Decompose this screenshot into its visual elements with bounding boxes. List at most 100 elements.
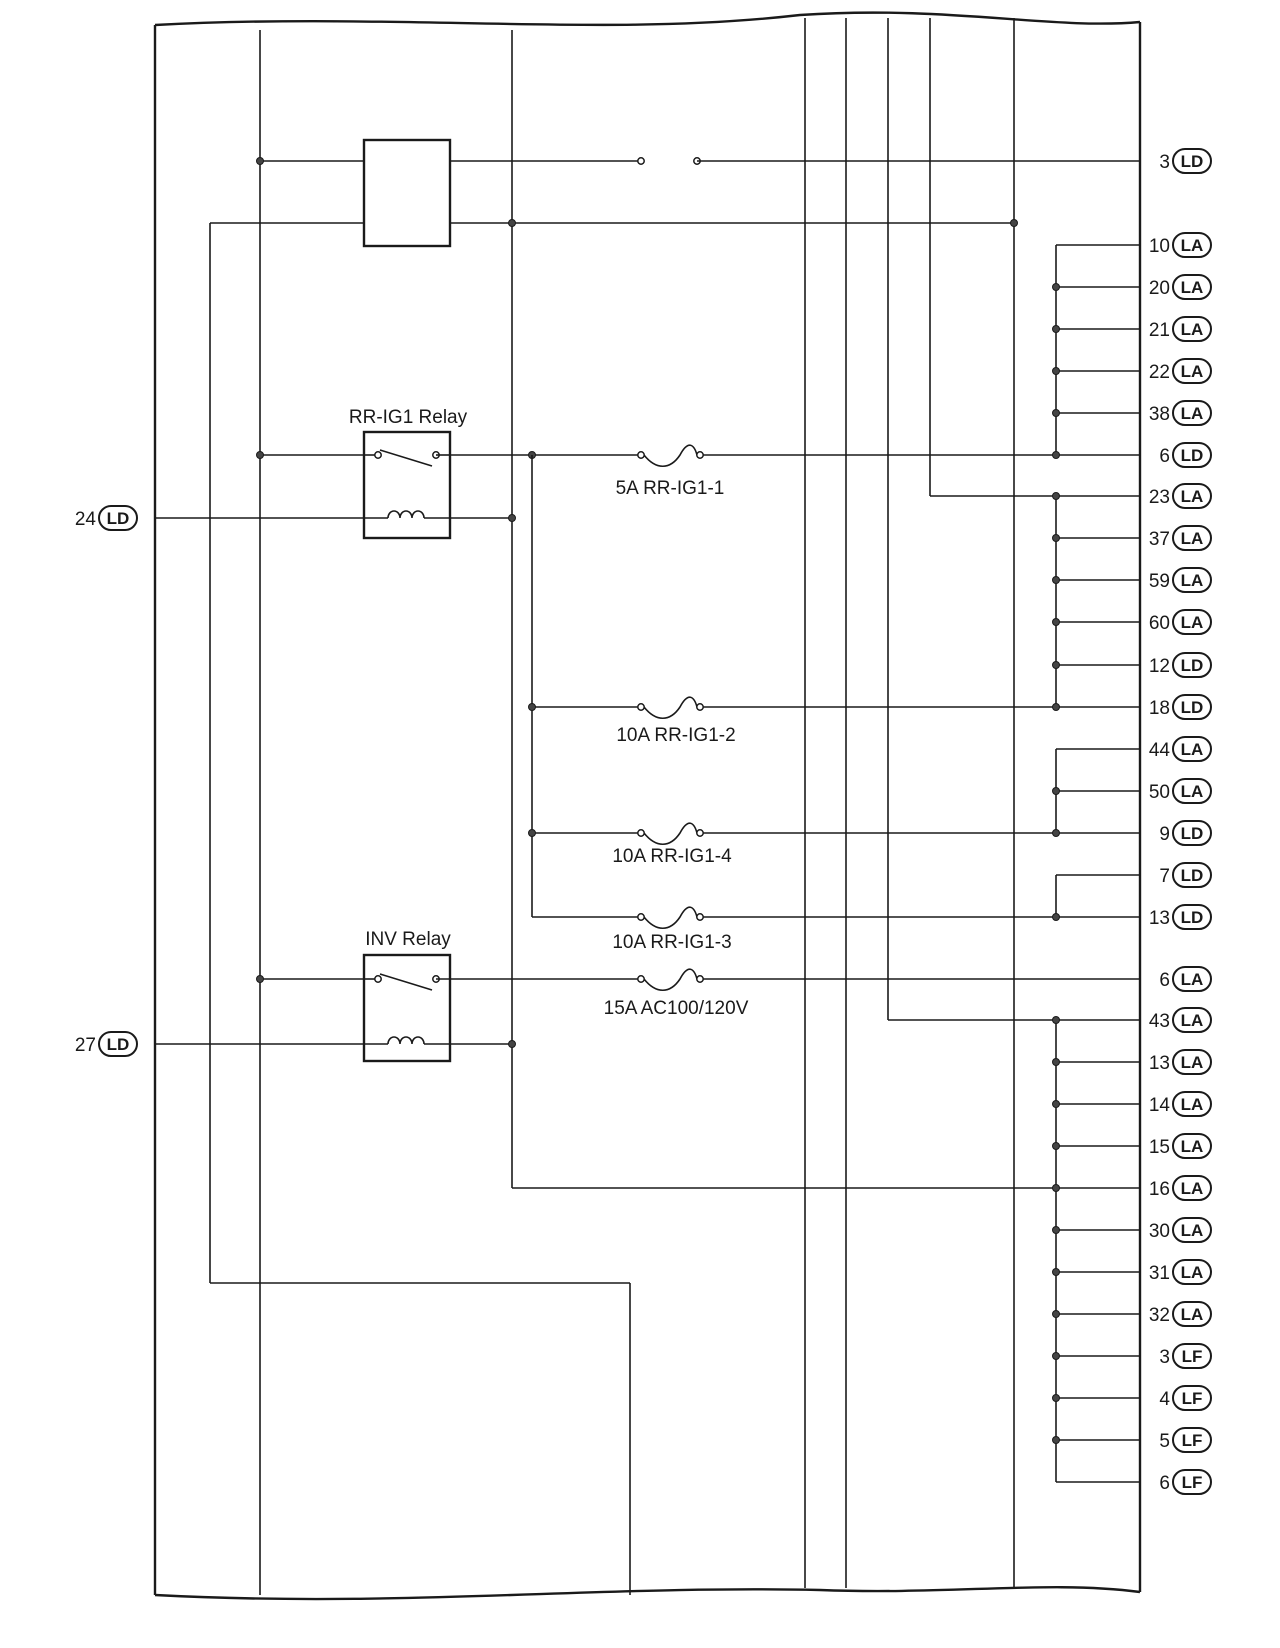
- relay-coil: [387, 1036, 425, 1045]
- connector-code: LA: [1181, 1305, 1204, 1324]
- connector-code: LF: [1182, 1389, 1203, 1408]
- right-terminal: 10 LA: [1149, 232, 1212, 258]
- pin-number: 32: [1149, 1305, 1170, 1326]
- pin-number: 12: [1149, 656, 1170, 677]
- right-terminal: 23 LA: [1149, 483, 1212, 509]
- connector-code: LA: [1181, 740, 1204, 759]
- connector-code: LA: [1181, 1179, 1204, 1198]
- connector-code: LA: [1181, 362, 1204, 381]
- pin-number: 13: [1149, 908, 1170, 929]
- pin-number: 6: [1159, 1473, 1170, 1494]
- pin-number: 59: [1149, 571, 1170, 592]
- connector-code: LA: [1181, 970, 1204, 989]
- connector-badge: [1172, 567, 1212, 593]
- pin-number: 18: [1149, 698, 1170, 719]
- right-terminal: 3 LF: [1159, 1343, 1212, 1369]
- connector-code: LD: [107, 1035, 130, 1054]
- connector-badge: [1172, 525, 1212, 551]
- connector-badge: [1172, 400, 1212, 426]
- connector-code: LD: [1181, 866, 1204, 885]
- connector-code: LA: [1181, 1053, 1204, 1072]
- connector-code: LD: [1181, 824, 1204, 843]
- right-terminal: 32 LA: [1149, 1301, 1212, 1327]
- inv-relay-label: INV Relay: [365, 929, 451, 950]
- connector-code: LF: [1182, 1431, 1203, 1450]
- connector-code: LA: [1181, 613, 1204, 632]
- connector-badge: [1172, 862, 1212, 888]
- connector-code: LA: [1181, 1095, 1204, 1114]
- pin-number: 7: [1159, 866, 1170, 887]
- connector-badge: [1172, 316, 1212, 342]
- pin-number: 13: [1149, 1053, 1170, 1074]
- pin-number: 10: [1149, 236, 1170, 257]
- connector-code: LD: [1181, 908, 1204, 927]
- connector-code: LA: [1181, 236, 1204, 255]
- connector-badge: [1172, 1007, 1212, 1033]
- fuse-label: 5A RR-IG1-1: [616, 478, 725, 499]
- vertical-buses: [259, 18, 1015, 1595]
- right-terminal: 6 LF: [1159, 1469, 1212, 1495]
- right-splices: [512, 244, 1140, 1483]
- left-terminal: 27 LD: [75, 1031, 138, 1057]
- connector-badge: [1172, 1343, 1212, 1369]
- pin-number: 38: [1149, 404, 1170, 425]
- fuse-label: 10A RR-IG1-4: [612, 846, 732, 867]
- right-terminal: 60 LA: [1149, 609, 1212, 635]
- fuse-label: 10A RR-IG1-2: [616, 725, 735, 746]
- pin-number: 24: [75, 509, 97, 530]
- connector-badge: [1172, 694, 1212, 720]
- connector-badge: [1172, 778, 1212, 804]
- connector-badge: [1172, 1049, 1212, 1075]
- right-terminal: 9 LD: [1159, 820, 1212, 846]
- pin-number: 22: [1149, 362, 1170, 383]
- connector-badge: [98, 505, 138, 531]
- fuse-rr-ig1-3: 10A RR-IG1-3: [612, 906, 1056, 953]
- connector-badge: [1172, 1469, 1212, 1495]
- pin-number: 31: [1149, 1263, 1170, 1284]
- relay-switch-blade: [379, 973, 433, 991]
- connector-badge: [1172, 1091, 1212, 1117]
- connector-badge: [1172, 1217, 1212, 1243]
- connector-code: LA: [1181, 487, 1204, 506]
- connector-badge: [1172, 232, 1212, 258]
- connector-code: LD: [107, 509, 130, 528]
- pin-number: 23: [1149, 487, 1170, 508]
- connector-badge: [1172, 736, 1212, 762]
- pin-number: 21: [1149, 320, 1170, 341]
- top-relay: [209, 138, 1140, 1595]
- pin-number: 27: [75, 1035, 96, 1056]
- connector-code: LD: [1181, 698, 1204, 717]
- connector-badge: [1172, 1259, 1212, 1285]
- pin-number: 3: [1159, 152, 1170, 173]
- pin-number: 60: [1149, 613, 1170, 634]
- pin-number: 9: [1159, 824, 1170, 845]
- connector-code: LA: [1181, 782, 1204, 801]
- connector-badge: [98, 1031, 138, 1057]
- pin-number: 3: [1159, 1347, 1170, 1368]
- right-terminal: 7 LD: [1159, 862, 1212, 888]
- pin-number: 6: [1159, 970, 1170, 991]
- fuse-label: 10A RR-IG1-3: [612, 932, 731, 953]
- pin-number: 50: [1149, 782, 1170, 803]
- connector-code: LF: [1182, 1473, 1203, 1492]
- rr-ig1-relay-label: RR-IG1 Relay: [349, 407, 468, 428]
- pin-number: 44: [1149, 740, 1171, 761]
- pin-number: 37: [1149, 529, 1170, 550]
- connector-code: LF: [1182, 1347, 1203, 1366]
- right-terminal: 44 LA: [1149, 736, 1212, 762]
- pin-number: 6: [1159, 446, 1170, 467]
- connector-badge: [1172, 358, 1212, 384]
- left-terminal: 24 LD: [75, 505, 138, 531]
- connector-badge: [1172, 1301, 1212, 1327]
- inv-relay: INV Relay: [155, 929, 638, 1063]
